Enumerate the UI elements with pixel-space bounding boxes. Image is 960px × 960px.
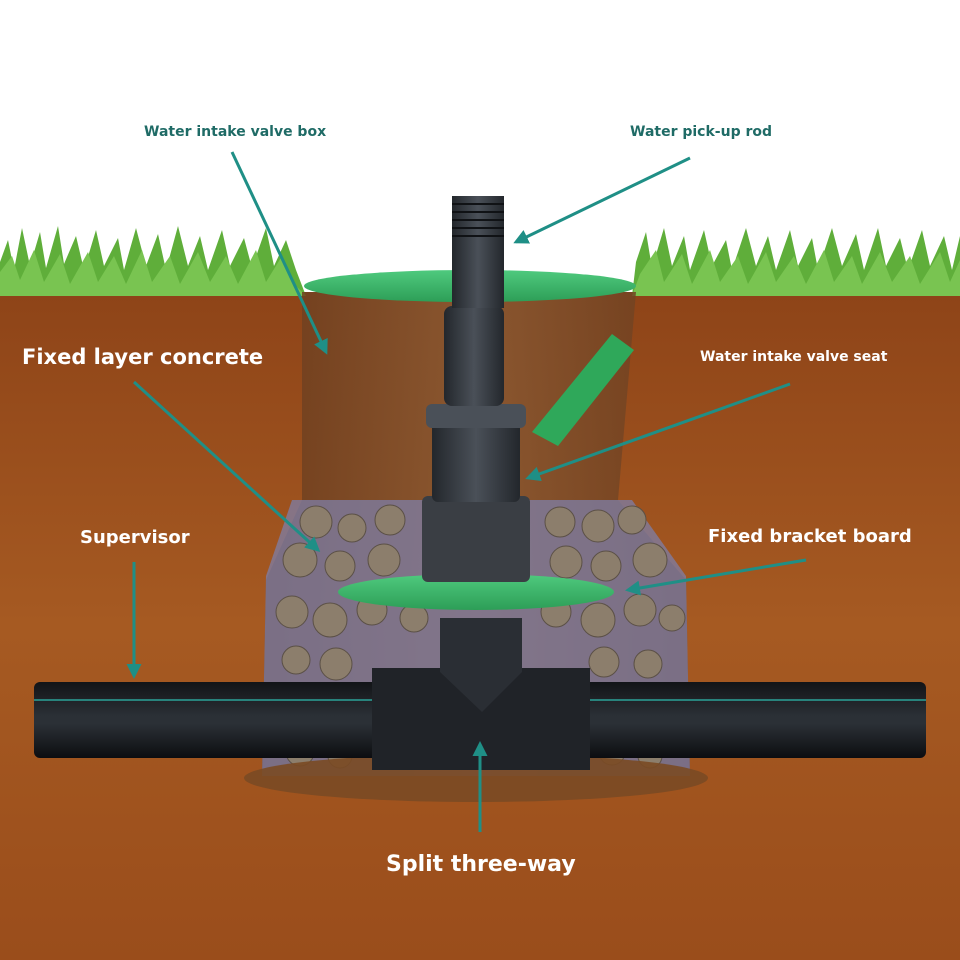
label-arrows <box>126 151 807 832</box>
grass-right <box>632 228 960 296</box>
valve-seat-flap <box>532 334 634 446</box>
arrow-valve-box <box>230 151 328 355</box>
pickup-rod-upper <box>452 196 504 308</box>
grass-left <box>0 226 306 296</box>
pickup-rod-lower <box>444 306 504 406</box>
label-three-way: Split three-way <box>386 852 576 877</box>
label-supervisor: Supervisor <box>80 527 190 548</box>
arrow-bracket <box>625 558 807 596</box>
label-valve-box: Water intake valve box <box>144 124 327 140</box>
label-concrete: Fixed layer concrete <box>22 345 264 369</box>
arrow-pickup-rod <box>513 156 691 244</box>
valve-box-base <box>244 754 708 802</box>
arrow-concrete <box>132 380 321 553</box>
pickup-rod-thread <box>452 203 504 237</box>
label-valve-seat: Water intake valve seat <box>700 349 888 365</box>
bracket-board <box>338 574 614 610</box>
tee-stem <box>440 618 522 712</box>
label-bracket: Fixed bracket board <box>708 526 912 547</box>
valve-seat-lower <box>422 496 530 582</box>
label-pickup-rod: Water pick-up rod <box>630 124 773 140</box>
valve-seat-mid <box>432 410 520 502</box>
valve-seat-ring <box>426 404 526 428</box>
arrow-valve-seat <box>525 382 791 482</box>
